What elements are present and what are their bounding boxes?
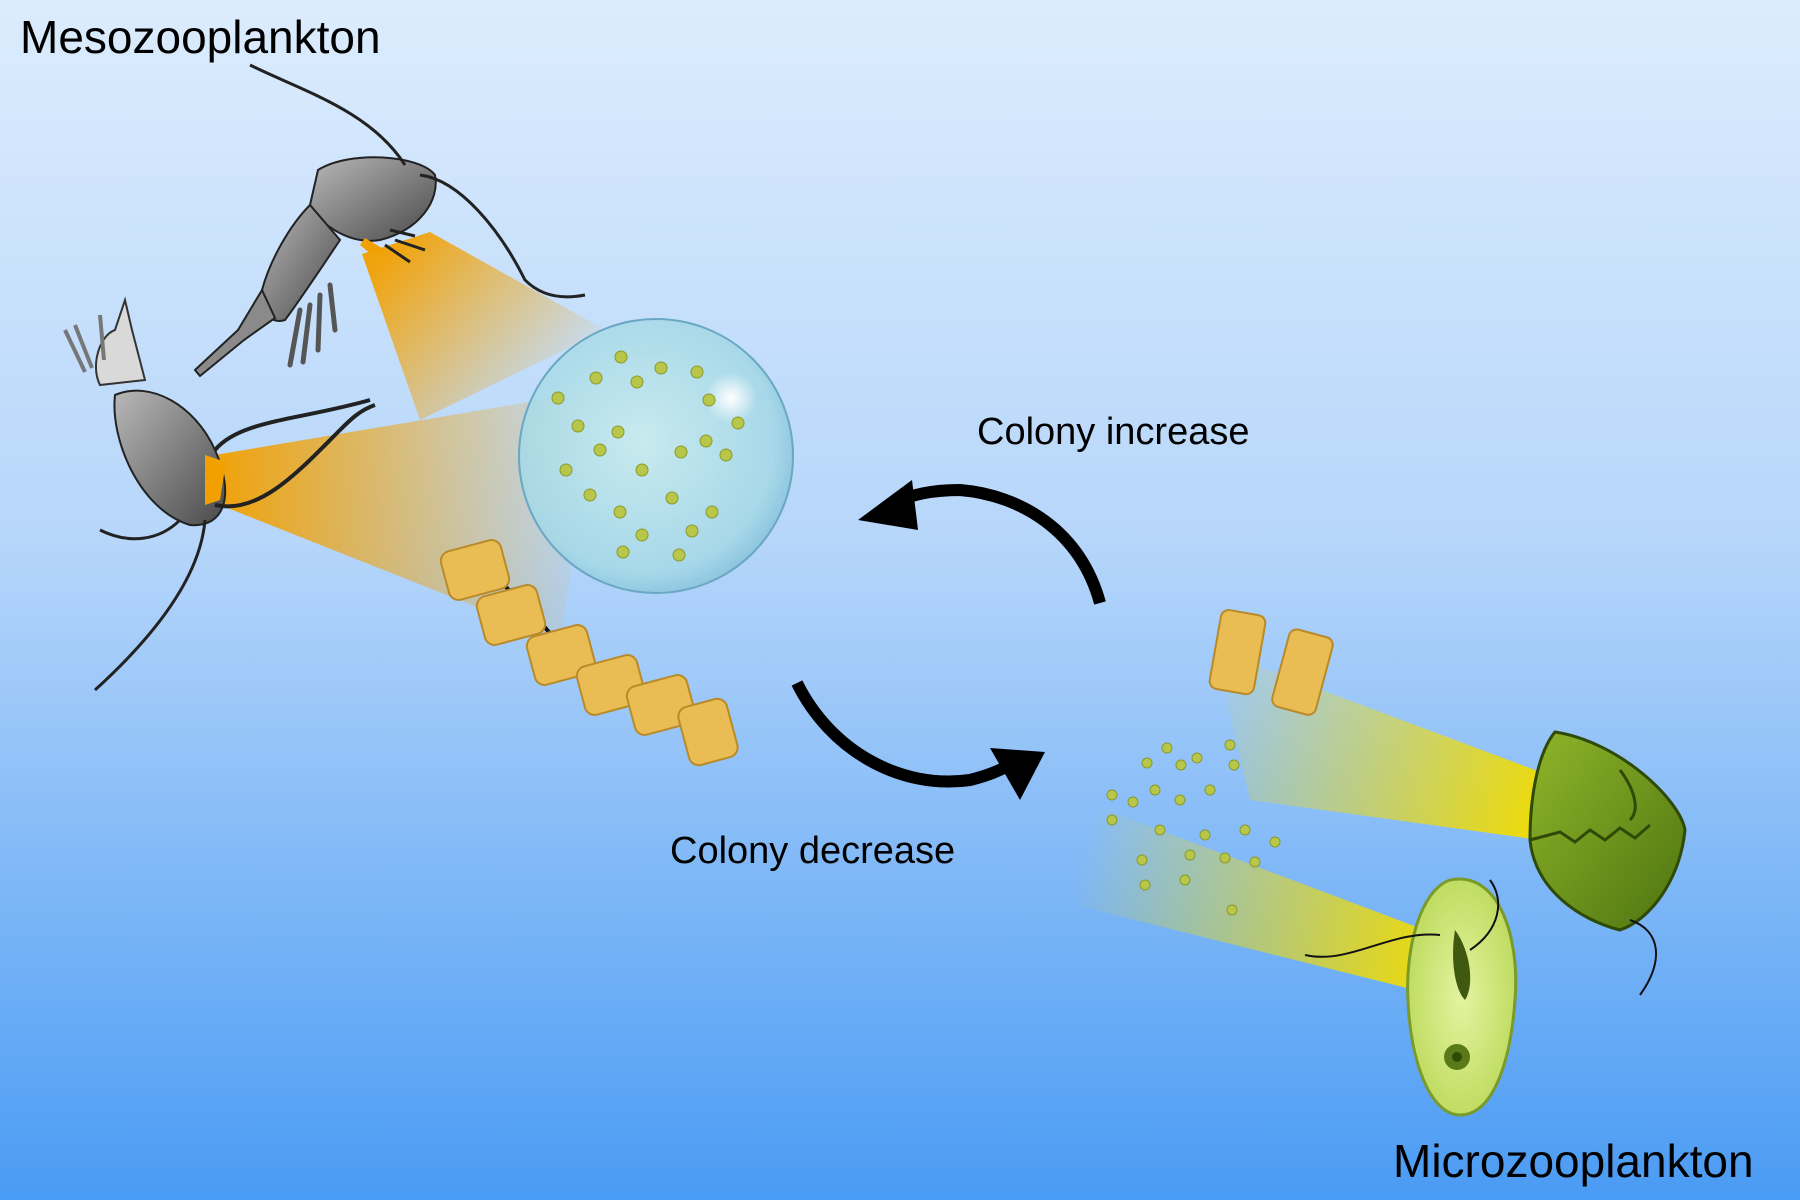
colonial-sphere-icon — [518, 318, 794, 594]
feeding-beam-dinoflagellate — [1075, 800, 1425, 990]
diatom-pair-icon — [1208, 609, 1334, 716]
copepod-icon — [193, 63, 586, 378]
label-colony-decrease: Colony decrease — [670, 830, 956, 872]
colony-cells — [551, 350, 745, 562]
arrowhead-colony-increase — [858, 480, 918, 530]
arrow-colony-decrease — [791, 680, 1013, 788]
feeding-beam-copepod — [362, 232, 605, 420]
arrowhead-colony-decrease — [990, 748, 1045, 800]
diatom-chain-icon — [439, 539, 739, 767]
label-colony-increase: Colony increase — [977, 411, 1250, 453]
dinoflagellate-icon — [1304, 877, 1518, 1117]
cladoceran-icon — [63, 296, 376, 692]
free-cells — [1106, 739, 1281, 916]
ciliate-icon — [1528, 730, 1687, 996]
title-mesozooplankton: Mesozooplankton — [20, 11, 381, 63]
title-microzooplankton: Microzooplankton — [1393, 1135, 1754, 1187]
